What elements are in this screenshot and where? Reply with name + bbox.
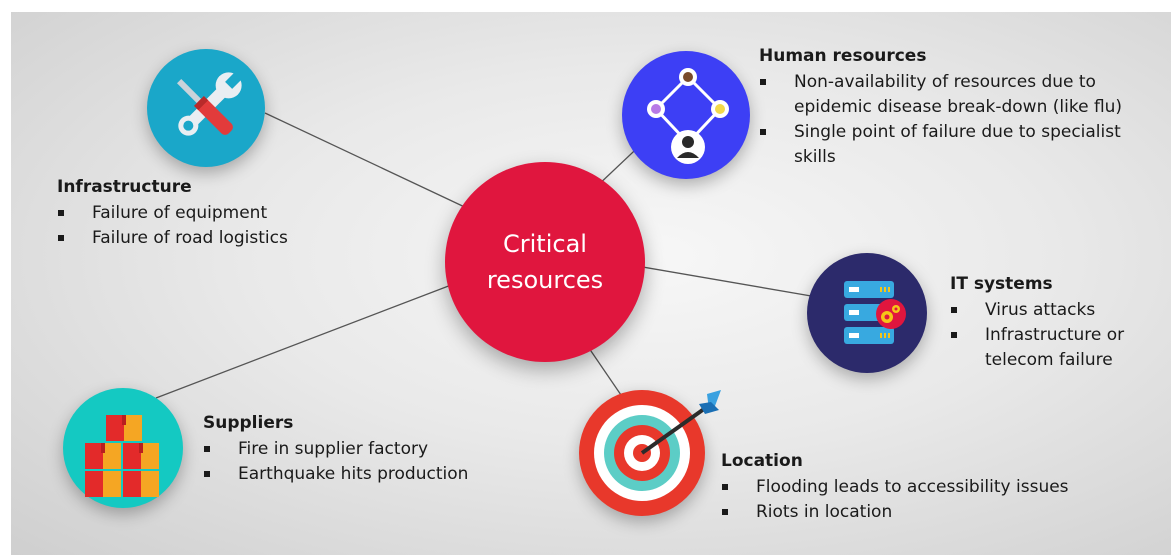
it-systems-title: IT systems bbox=[950, 274, 1053, 294]
suppliers-title: Suppliers bbox=[203, 413, 294, 433]
list-item-text: Riots in location bbox=[756, 502, 893, 522]
bullet bbox=[58, 210, 64, 216]
it-systems-list: Virus attacks Infrastructure or telecom … bbox=[950, 298, 1166, 373]
center-label-line1: Critical bbox=[503, 230, 587, 258]
list-item: Non-availability of resources due to epi… bbox=[759, 70, 1159, 120]
it-systems-group: IT systems Virus attacks Infrastructure … bbox=[950, 274, 1166, 373]
list-item: Fire in supplier factory bbox=[203, 437, 533, 462]
human-resources-group: Human resources Non-availability of reso… bbox=[759, 46, 1159, 170]
list-item: Infrastructure or telecom failure bbox=[950, 323, 1166, 373]
server-gear-icon bbox=[807, 253, 927, 373]
list-item-text: Virus attacks bbox=[985, 300, 1096, 320]
list-item: Failure of equipment bbox=[57, 201, 387, 226]
infrastructure-group: Infrastructure Failure of equipment Fail… bbox=[57, 177, 387, 251]
human-resources-title: Human resources bbox=[759, 46, 927, 66]
connector-infrastructure bbox=[264, 112, 472, 211]
list-item-text: Failure of road logistics bbox=[92, 228, 288, 248]
list-item-text: Earthquake hits production bbox=[238, 464, 469, 484]
bullet bbox=[204, 471, 210, 477]
diagram-canvas: Critical resources Infrastructure Failur… bbox=[11, 12, 1171, 555]
infrastructure-list: Failure of equipment Failure of road log… bbox=[57, 201, 387, 251]
list-item-text: Non-availability of resources due to epi… bbox=[794, 72, 1123, 117]
bullet bbox=[722, 484, 728, 490]
critical-resources-circle: Critical resources bbox=[445, 162, 645, 362]
list-item: Earthquake hits production bbox=[203, 462, 533, 487]
human-resources-list: Non-availability of resources due to epi… bbox=[759, 70, 1159, 170]
list-item: Flooding leads to accessibility issues bbox=[721, 475, 1161, 500]
suppliers-list: Fire in supplier factory Earthquake hits… bbox=[203, 437, 533, 487]
bullet bbox=[760, 129, 766, 135]
list-item: Single point of failure due to specialis… bbox=[759, 120, 1159, 170]
list-item: Failure of road logistics bbox=[57, 226, 387, 251]
target-dart-icon bbox=[579, 390, 721, 516]
connector-it bbox=[630, 264, 818, 298]
infrastructure-title: Infrastructure bbox=[57, 177, 192, 197]
list-item: Virus attacks bbox=[950, 298, 1166, 323]
location-group: Location Flooding leads to accessibility… bbox=[721, 451, 1161, 525]
list-item-text: Fire in supplier factory bbox=[238, 439, 429, 459]
connector-suppliers bbox=[155, 281, 460, 399]
bullet bbox=[951, 332, 957, 338]
wrench-screwdriver-icon bbox=[147, 49, 265, 167]
bullet bbox=[951, 307, 957, 313]
bullet bbox=[722, 509, 728, 515]
suppliers-group: Suppliers Fire in supplier factory Earth… bbox=[203, 413, 533, 487]
location-list: Flooding leads to accessibility issues R… bbox=[721, 475, 1161, 525]
stacked-boxes-icon bbox=[63, 388, 183, 508]
location-title: Location bbox=[721, 451, 803, 471]
bullet bbox=[58, 235, 64, 241]
list-item: Riots in location bbox=[721, 500, 1161, 525]
list-item-text: Single point of failure due to specialis… bbox=[794, 122, 1121, 167]
list-item-text: Flooding leads to accessibility issues bbox=[756, 477, 1069, 497]
center-label-line2: resources bbox=[486, 266, 604, 294]
list-item-text: Infrastructure or telecom failure bbox=[985, 325, 1125, 370]
bullet bbox=[204, 446, 210, 452]
bullet bbox=[760, 79, 766, 85]
people-network-icon bbox=[622, 51, 750, 179]
list-item-text: Failure of equipment bbox=[92, 203, 268, 223]
